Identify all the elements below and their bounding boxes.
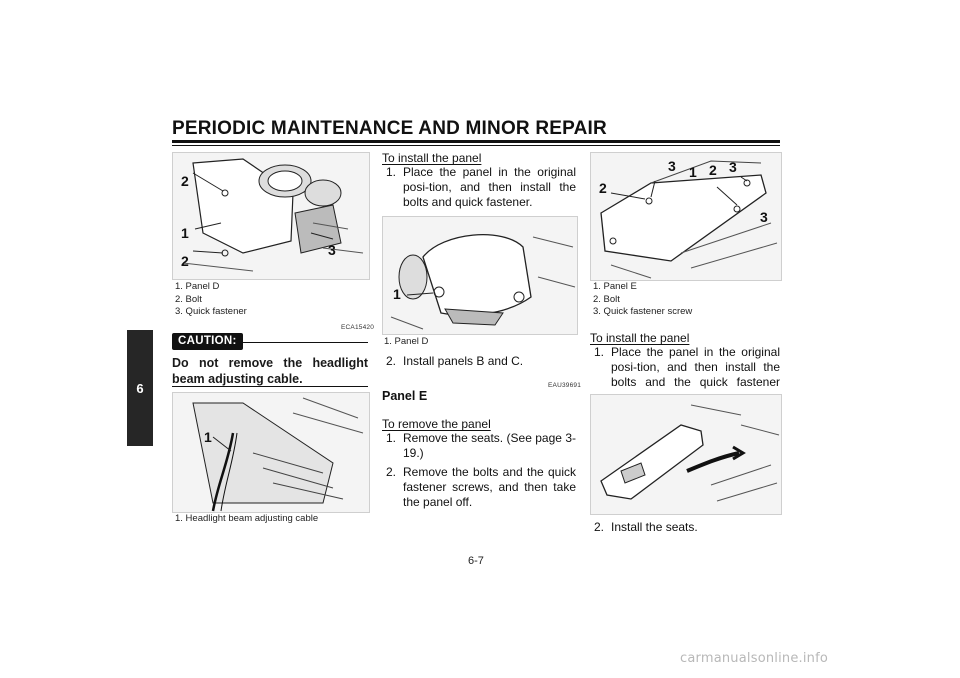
install-panel-d-step-1: 1. Place the panel in the original posi-…: [386, 165, 576, 213]
figure-panel-d-removal-drawing: [173, 153, 369, 279]
figure3-callout-panel: 1: [393, 286, 401, 302]
legend-item: 1. Headlight beam adjusting cable: [175, 513, 319, 524]
figure-headlight-cable-drawing: [173, 393, 369, 512]
figure4-callout-screw-right: 3: [760, 209, 768, 225]
install-panel-e-step-1: 1. Place the panel in the original posi-…: [594, 345, 780, 404]
legend-item: 3. Quick fastener: [175, 306, 247, 317]
step-text: Place the panel in the original posi-tio…: [611, 345, 780, 404]
caution-reference-code: ECA15420: [341, 324, 375, 331]
step-text: Place the panel in the original posi-tio…: [403, 165, 576, 209]
figure4-legend: 1. Panel E 2. Bolt 3. Quick fastener scr…: [593, 281, 692, 319]
figure-panel-e-removal-drawing: [591, 153, 781, 280]
step-number: 2.: [594, 520, 605, 534]
figure4-callout-panel: 1: [689, 164, 697, 180]
step-number: 2.: [386, 465, 397, 479]
caution-badge: CAUTION:: [172, 333, 243, 350]
step-text: Install the seats.: [611, 520, 698, 534]
install-panel-d-heading: To install the panel: [382, 151, 482, 165]
caution-text: Do not remove the headlight beam adjusti…: [172, 356, 368, 386]
figure4-callout-screw-top: 3: [729, 159, 737, 175]
figure-panel-e-install-drawing: [591, 395, 781, 514]
figure2-legend: 1. Headlight beam adjusting cable: [175, 513, 318, 526]
figure4-callout-bolt-left: 2: [599, 180, 607, 196]
step-number: 1.: [386, 431, 397, 445]
figure-panel-d-install: [382, 216, 578, 335]
page-title: PERIODIC MAINTENANCE AND MINOR REPAIR: [172, 118, 607, 139]
remove-panel-e-heading: To remove the panel: [382, 417, 491, 431]
legend-item: 3. Quick fastener screw: [593, 306, 693, 317]
figure-panel-d-removal: [172, 152, 370, 280]
install-panel-d-step-2: 2. Install panels B and C.: [386, 354, 576, 370]
figure1-callout-bolt-bottom: 2: [181, 253, 189, 269]
step-text: Remove the seats. (See page 3-19.): [403, 431, 576, 460]
figure1-legend: 1. Panel D 2. Bolt 3. Quick fastener: [175, 281, 247, 319]
step-number: 1.: [594, 345, 605, 359]
legend-item: 2. Bolt: [175, 293, 202, 305]
legend-item: 2. Bolt: [593, 293, 620, 305]
panel-e-heading: Panel E: [382, 389, 428, 403]
figure1-callout-bolt-top: 2: [181, 173, 189, 189]
remove-panel-e-step-2: 2. Remove the bolts and the quick fasten…: [386, 465, 576, 513]
install-panel-e-heading: To install the panel: [590, 331, 690, 345]
step-text: Install panels B and C.: [403, 354, 524, 368]
watermark: carmanualsonline.info: [680, 651, 829, 666]
chapter-tab: 6: [127, 330, 153, 446]
legend-item: 1. Panel D: [175, 281, 220, 292]
header-rule-thin: [172, 145, 780, 146]
caution-bottom-rule: [172, 386, 368, 387]
figure-panel-d-install-drawing: [383, 217, 577, 334]
figure4-callout-bolt-right: 2: [709, 162, 717, 178]
step-number: 2.: [386, 354, 397, 368]
figure4-callout-screw-left: 3: [668, 158, 676, 174]
header-rule: [172, 140, 780, 143]
legend-item: 1. Panel E: [593, 281, 637, 292]
figure2-callout-cable: 1: [204, 429, 212, 445]
figure-headlight-cable: [172, 392, 370, 513]
figure1-callout-panel: 1: [181, 225, 189, 241]
page-number: 6-7: [468, 555, 484, 567]
step-text: Remove the bolts and the quick fastener …: [403, 465, 576, 509]
figure1-callout-fastener: 3: [328, 242, 336, 258]
figure-panel-e-install: [590, 394, 782, 515]
step-number: 1.: [386, 165, 397, 179]
caution-rule: [242, 342, 368, 343]
install-panel-e-step-2: 2. Install the seats.: [594, 520, 780, 536]
legend-item: 1. Panel D: [384, 336, 429, 347]
panel-e-reference-code: EAU39691: [548, 382, 582, 389]
figure3-legend: 1. Panel D: [384, 336, 428, 349]
caution-header: CAUTION:: [172, 333, 368, 353]
remove-panel-e-step-1: 1. Remove the seats. (See page 3-19.): [386, 431, 576, 463]
figure-panel-e-removal: [590, 152, 782, 281]
